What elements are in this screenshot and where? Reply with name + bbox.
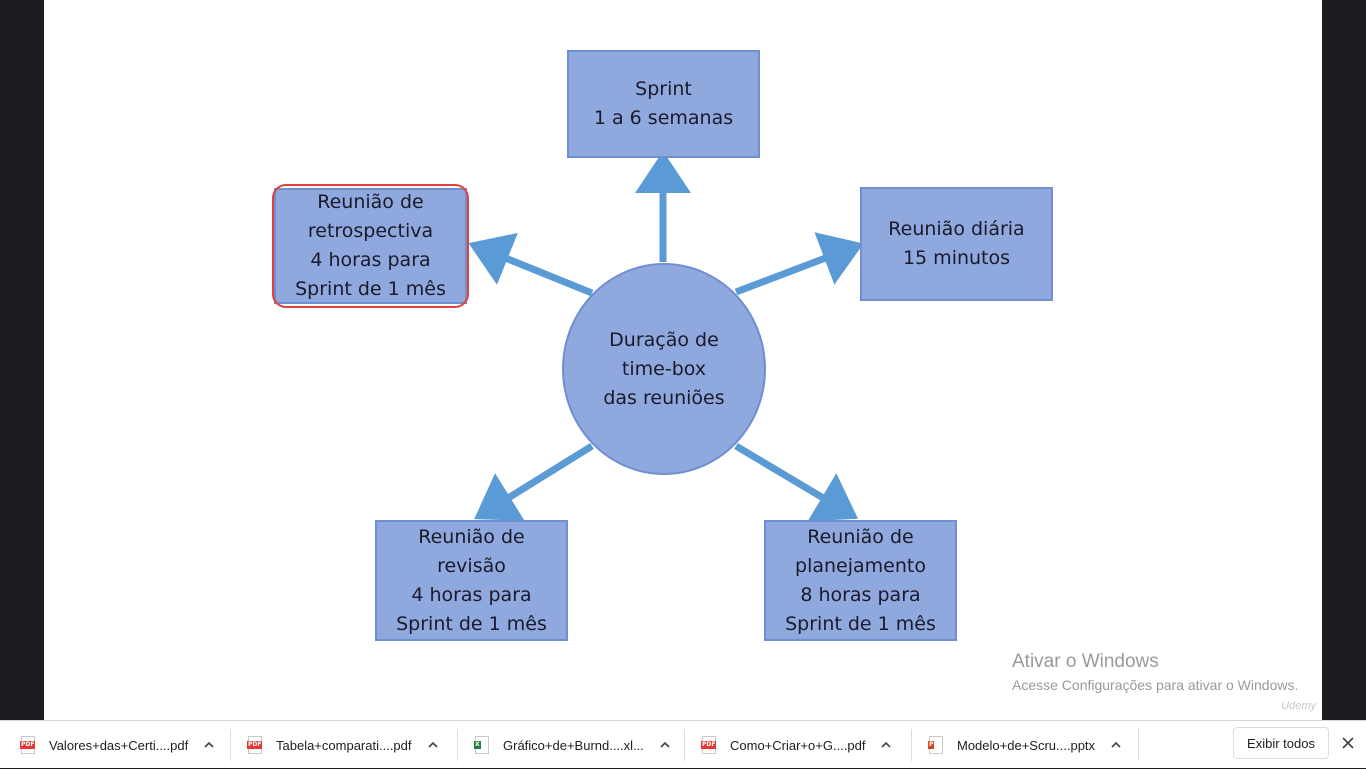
arrow-to-planning [734,442,859,522]
watermark-subtitle: Acesse Configurações para ativar o Windo… [1012,677,1299,693]
node-daily-meeting-text: Reunião diária 15 minutos [888,218,1025,269]
pdf-file-icon: PDF [701,736,717,754]
chevron-up-icon[interactable] [658,738,672,752]
close-downloads-bar-button[interactable] [1338,733,1358,753]
download-filename: Valores+das+Certi....pdf [49,737,189,753]
arrow-to-retro [468,232,594,297]
node-retrospective: Reunião de retrospectiva 4 horas para Sp… [274,188,467,304]
download-filename: Modelo+de+Scru....pptx [957,737,1096,753]
node-daily-meeting: Reunião diária 15 minutos [860,187,1053,301]
node-sprint: Sprint 1 a 6 semanas [567,50,760,158]
retrospective-highlight-outline [272,184,469,308]
chevron-up-icon[interactable] [879,738,893,752]
center-topic-text: Duração de time-box das reuniões [603,328,725,409]
watermark-title: Ativar o Windows [1012,651,1159,672]
download-filename: Como+Criar+o+G....pdf [730,737,866,753]
arrow-to-daily [734,232,864,296]
close-icon [1342,737,1354,749]
downloads-bar: PDF Valores+das+Certi....pdf PDF Tabela+… [0,720,1366,768]
node-planning: Reunião de planejamento 8 horas para Spr… [764,520,957,641]
excel-file-icon: X [474,736,490,754]
powerpoint-file-icon: P [928,736,944,754]
download-item-2[interactable]: PDF Tabela+comparati....pdf [227,721,457,769]
udemy-logo: Udemy [1281,700,1316,712]
node-review: Reunião de revisão 4 horas para Sprint d… [375,520,568,641]
windows-activation-watermark: Ativar o Windows Acesse Configurações pa… [1012,650,1298,696]
presentation-viewport: Sprint 1 a 6 semanas Reunião diária 15 m… [44,0,1322,720]
download-item-1[interactable]: PDF Valores+das+Certi....pdf [0,721,230,769]
center-topic: Duração de time-box das reuniões [562,263,766,475]
node-retrospective-text: Reunião de retrospectiva 4 horas para Sp… [295,191,446,300]
download-filename: Tabela+comparati....pdf [276,737,412,753]
download-item-4[interactable]: PDF Como+Criar+o+G....pdf [681,721,911,769]
chevron-up-icon[interactable] [426,738,440,752]
node-sprint-text: Sprint 1 a 6 semanas [593,78,734,129]
arrow-to-review [474,443,594,521]
node-review-text: Reunião de revisão 4 horas para Sprint d… [396,525,547,635]
download-item-3[interactable]: X Gráfico+de+Burnd....xl... [454,721,684,769]
arrows-layer [468,151,864,522]
node-planning-text: Reunião de planejamento 8 horas para Spr… [785,525,936,635]
download-item-5[interactable]: P Modelo+de+Scru....pptx [908,721,1138,769]
download-filename: Gráfico+de+Burnd....xl... [503,737,644,753]
chevron-up-icon[interactable] [1109,738,1123,752]
pdf-file-icon: PDF [20,736,36,754]
chevron-up-icon[interactable] [202,738,216,752]
show-all-downloads-button[interactable]: Exibir todos [1233,727,1329,759]
slide: Sprint 1 a 6 semanas Reunião diária 15 m… [44,0,1322,720]
pdf-file-icon: PDF [247,736,263,754]
